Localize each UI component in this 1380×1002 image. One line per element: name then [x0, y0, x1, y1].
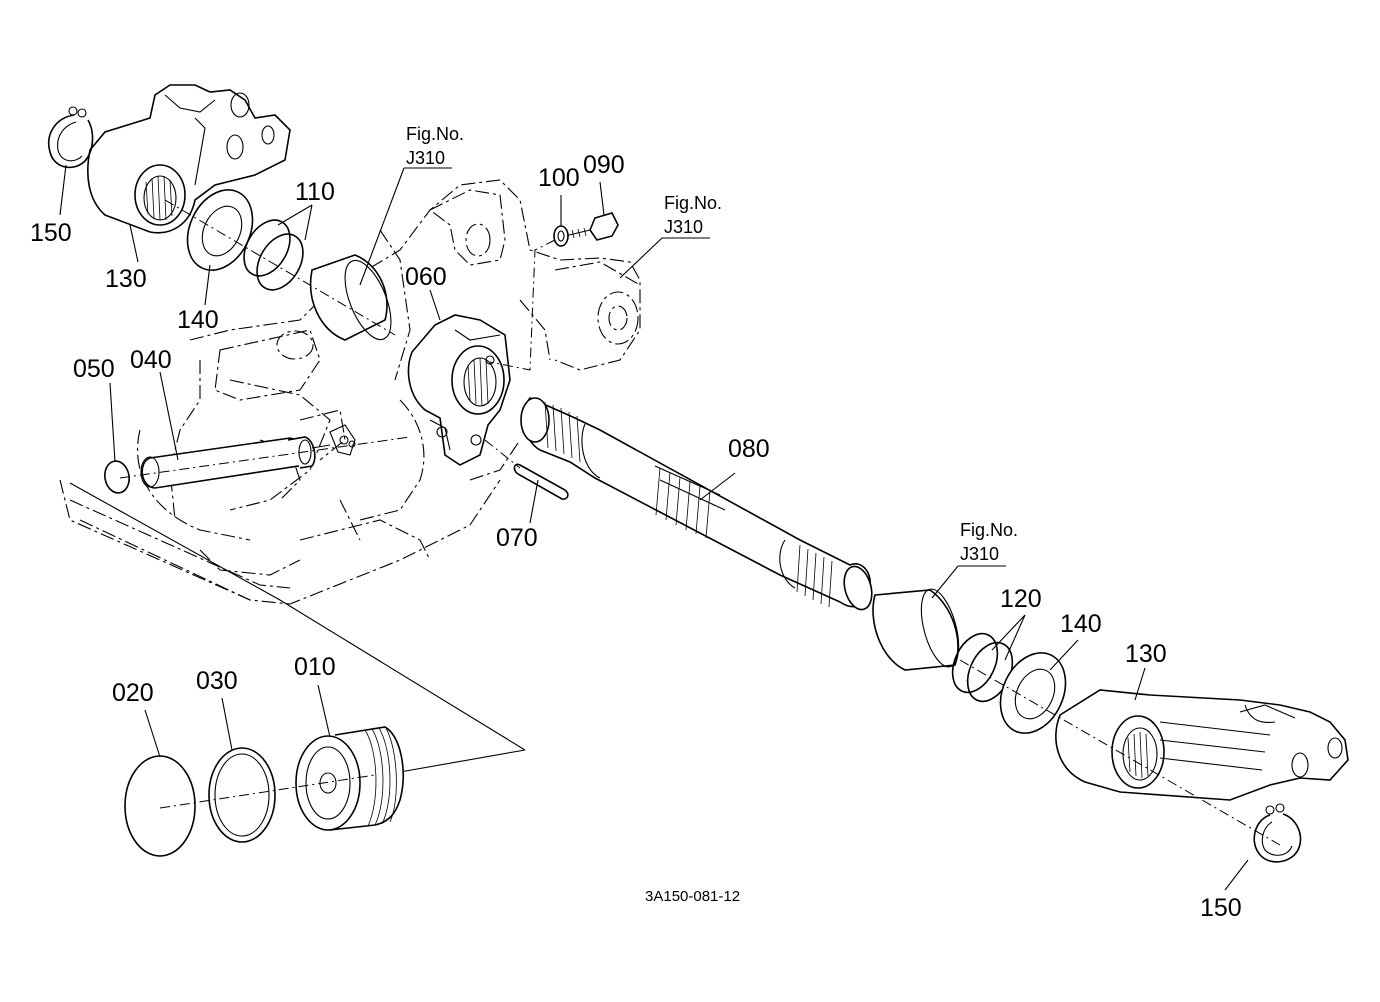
circlip-left — [48, 106, 94, 169]
callout-leaders — [59, 164, 1249, 891]
housing-phantom-outline — [59, 179, 641, 605]
circlip-right — [1253, 803, 1302, 863]
bolt-090 — [564, 212, 619, 241]
drawing-code: 3A150-081-12 — [645, 888, 740, 905]
fig-ref-2-line2: J310 — [664, 217, 703, 237]
o-ring-050 — [104, 460, 130, 494]
fig-ref-1-line2: J310 — [406, 148, 445, 168]
lift-arm-left — [87, 84, 291, 234]
label-030: 030 — [196, 667, 238, 695]
label-040: 040 — [130, 346, 172, 374]
fig-ref-3-line1: Fig.No. — [960, 520, 1018, 540]
fig-ref-2-line1: Fig.No. — [664, 193, 722, 213]
bushing-right — [872, 588, 960, 671]
label-050: 050 — [73, 355, 115, 383]
axis-bolt — [489, 239, 556, 371]
label-070: 070 — [496, 524, 538, 552]
axis-rod — [119, 436, 411, 479]
label-140-left: 140 — [177, 306, 219, 334]
washer-100 — [553, 225, 569, 247]
label-100: 100 — [538, 164, 580, 192]
washer-right — [999, 652, 1067, 734]
bushing-top — [309, 254, 392, 341]
bottom-group-leaders — [69, 482, 526, 773]
label-120: 120 — [1000, 585, 1042, 613]
label-060: 060 — [405, 263, 447, 291]
lift-arm-right — [1055, 689, 1349, 801]
ring-020 — [124, 755, 196, 857]
label-010: 010 — [294, 653, 336, 681]
label-130-right: 130 — [1125, 640, 1167, 668]
label-080: 080 — [728, 435, 770, 463]
fig-ref-1-line1: Fig.No. — [406, 124, 464, 144]
figure-references: Fig.No. J310 Fig.No. J310 Fig.No. J310 — [406, 124, 1018, 564]
label-150-right: 150 — [1200, 894, 1242, 922]
pin-070 — [513, 463, 569, 500]
label-110: 110 — [295, 178, 335, 206]
axis-pin — [484, 439, 521, 469]
axis-bottom — [159, 774, 376, 809]
fig-ref-3-line2: J310 — [960, 544, 999, 564]
ring-030 — [208, 747, 276, 843]
label-130-left: 130 — [105, 265, 147, 293]
part-labels: 150 130 140 110 050 040 060 070 080 090 … — [30, 151, 1242, 922]
label-140-right: 140 — [1060, 610, 1102, 638]
washer-top — [186, 189, 254, 271]
axis-left — [164, 199, 396, 336]
arm-060 — [407, 314, 511, 466]
rod-040 — [140, 436, 331, 489]
axis-right — [959, 659, 1281, 846]
small-link — [329, 424, 356, 456]
label-150-left: 150 — [30, 219, 72, 247]
label-020: 020 — [112, 679, 154, 707]
label-090: 090 — [583, 151, 625, 179]
piston-010 — [295, 726, 404, 831]
shaft-080 — [520, 397, 873, 611]
